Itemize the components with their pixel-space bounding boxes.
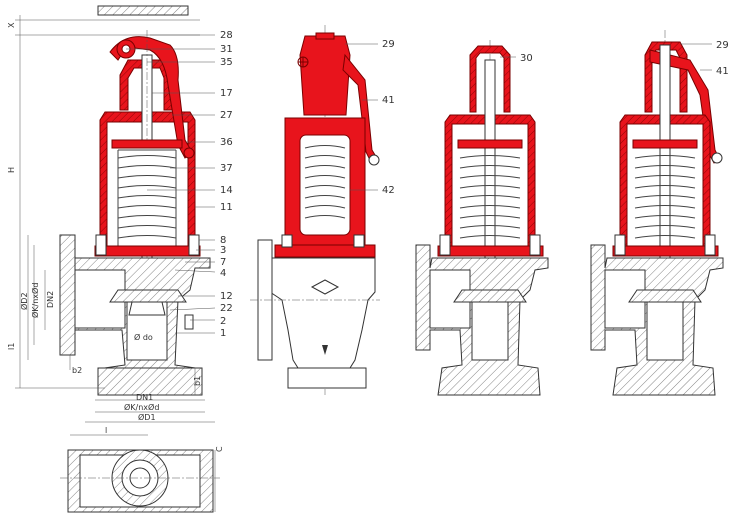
part-42: 42: [382, 185, 395, 196]
bonnet-flange-exterior: [274, 244, 376, 258]
body-exterior: [269, 257, 376, 369]
part-2: 2: [220, 316, 226, 327]
drain-plug: [184, 314, 194, 330]
closed-cap: [469, 45, 511, 113]
plan-view: [60, 449, 220, 513]
dim-h: H: [7, 167, 16, 173]
bonnet-flange: [94, 245, 201, 257]
disc-holder: [109, 289, 187, 303]
spring: [117, 148, 177, 246]
part-8: 8: [220, 235, 226, 246]
top-reference-hatch: [97, 5, 189, 16]
part-36: 36: [220, 137, 233, 148]
view-1-callouts: [126, 34, 216, 334]
part-29-view2: 29: [382, 39, 395, 50]
view-2-exterior: [250, 25, 380, 395]
dim-k-nxd-bottom: ØK/nxØd: [124, 402, 159, 412]
dim-dn2: DN2: [46, 291, 55, 308]
dim-d1: ØD1: [138, 412, 156, 422]
part-11: 11: [220, 202, 233, 213]
view-4-section-lever-cap: [590, 30, 724, 396]
part-28: 28: [220, 30, 233, 41]
part-17: 17: [220, 88, 233, 99]
part-27: 27: [220, 110, 233, 121]
dim-l: l: [105, 426, 107, 435]
part-41-view2: 41: [382, 95, 395, 106]
part-3: 3: [220, 245, 226, 256]
view-1-section-with-dimensions: X H l1 ØD2 ØK/nxØd DN2 b2 b1 Ø do DN1 ØK…: [7, 5, 233, 513]
dim-l1: l1: [7, 343, 16, 350]
upper-spring-plate: [111, 139, 183, 149]
lever-view4: [649, 49, 721, 164]
dimension-lines: [15, 15, 216, 512]
dim-k-nxd-left: ØK/nxØd: [30, 283, 40, 318]
part-30: 30: [520, 53, 533, 64]
dim-dn1: DN1: [136, 393, 153, 402]
inlet-flange: [59, 234, 76, 356]
part-4: 4: [220, 268, 226, 279]
nozzle: [128, 301, 166, 316]
part-7: 7: [220, 257, 226, 268]
dim-do: Ø do: [134, 332, 153, 342]
part-35: 35: [220, 57, 233, 68]
part-41-view4: 41: [716, 66, 729, 77]
outlet-flange: [97, 367, 203, 396]
dim-b1: b1: [193, 376, 202, 386]
dim-c: C: [215, 446, 224, 452]
part-1: 1: [220, 328, 226, 339]
part-31: 31: [220, 44, 233, 55]
part-12: 12: [220, 291, 233, 302]
part-37: 37: [220, 163, 233, 174]
dim-b2: b2: [72, 366, 82, 375]
dim-d2: ØD2: [19, 292, 29, 310]
cap-exterior: [299, 35, 351, 116]
outlet-flange-exterior: [287, 367, 367, 389]
part-29-view4: 29: [716, 40, 729, 51]
part-22: 22: [220, 303, 233, 314]
dim-x: X: [7, 22, 16, 28]
view-3-section-closed-cap: [415, 40, 549, 396]
part-14: 14: [220, 185, 233, 196]
